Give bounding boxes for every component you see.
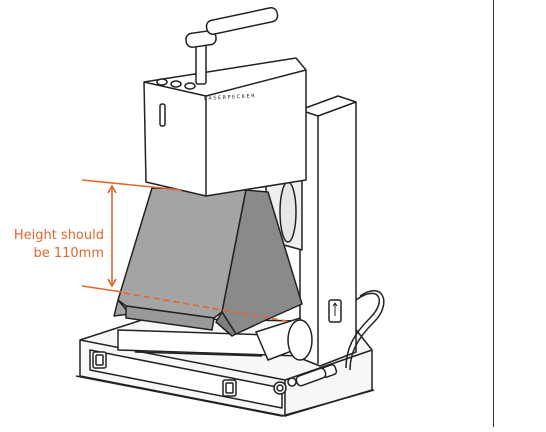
- laser-head: [143, 7, 307, 197]
- rotary-cylinder: [254, 317, 313, 361]
- height-note-line-2: be 110mm: [33, 246, 104, 261]
- height-note-line-1: Height should: [13, 228, 104, 243]
- power-cable: [273, 290, 385, 395]
- height-dimension-marker: [81, 179, 293, 323]
- panel-divider: [493, 0, 494, 427]
- laser-shield: [113, 187, 303, 337]
